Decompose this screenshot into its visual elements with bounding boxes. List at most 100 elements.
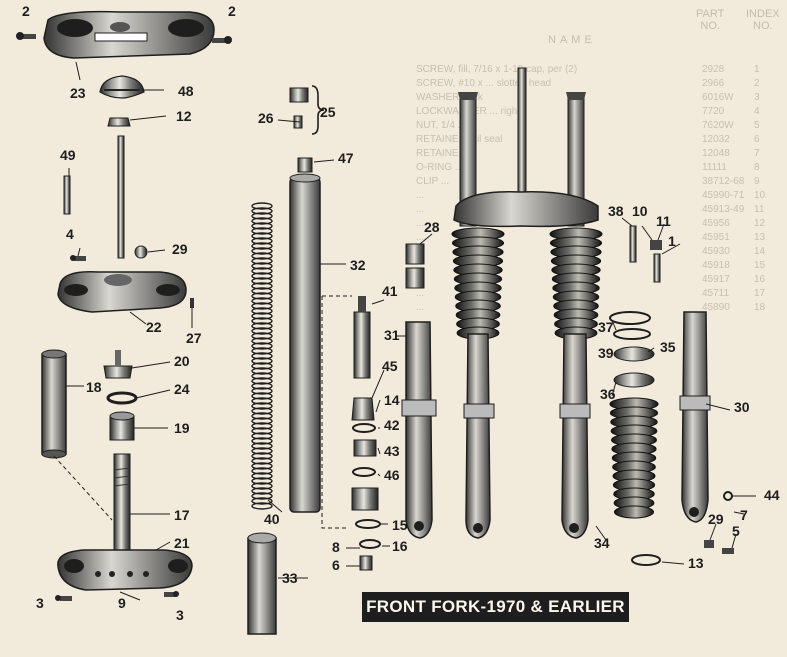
bleed-index: 11 [754, 204, 765, 215]
spring-coil [251, 412, 273, 420]
spring-coil [251, 267, 273, 275]
spring-coil [251, 247, 273, 255]
spring-coil [251, 392, 273, 400]
callout-9: 9 [118, 595, 126, 611]
bleed-name: ... [416, 260, 425, 271]
callout-2: 2 [22, 3, 30, 19]
callout-25: 25 [320, 104, 336, 120]
bushing-part [351, 487, 379, 511]
callout-29: 29 [172, 241, 188, 257]
spring-coil [251, 302, 273, 310]
spring-coil [251, 377, 273, 385]
spring-coil [251, 437, 273, 445]
spring-coil [251, 427, 273, 435]
spring-coil [251, 257, 273, 265]
callout-30: 30 [734, 399, 750, 415]
spring-coil [251, 222, 273, 230]
bleed-part: 45990-71 [702, 190, 745, 201]
callout-24: 24 [174, 381, 190, 397]
spring-coil [251, 237, 273, 245]
bleed-name: SCREW, fill, 7/16 x 1-18 cap, per (2) [416, 64, 578, 75]
bleed-part: 45890 [702, 302, 730, 313]
spring-coil [251, 217, 273, 225]
callout-43: 43 [384, 443, 400, 459]
spring-coil [251, 307, 273, 315]
spring-coil [251, 397, 273, 405]
callout-40: 40 [264, 511, 280, 527]
bleed-part: 45913-49 [702, 204, 745, 215]
callout-27: 27 [186, 330, 202, 346]
spring-coil [251, 457, 273, 465]
spring-coil [251, 337, 273, 345]
bleed-name: CLIP ... [416, 176, 450, 187]
spring-coil [251, 232, 273, 240]
bleed-index: 12 [754, 218, 766, 229]
bleed-part: 45930 [702, 246, 730, 257]
bleed-name: RETAINER, oil seal [416, 134, 503, 145]
bleed-index: 17 [754, 288, 766, 299]
bleed-name: RETAINER ... [416, 148, 477, 159]
spring-coil [251, 372, 273, 380]
bleed-index: 15 [754, 260, 766, 271]
spring-coil [251, 262, 273, 270]
stud-part [63, 175, 71, 215]
callout-10: 10 [632, 203, 648, 219]
bleed-part: 45951 [702, 232, 730, 243]
callout-5: 5 [732, 523, 740, 539]
callout-39: 39 [598, 345, 614, 361]
callout-19: 19 [174, 420, 190, 436]
washer-part [352, 467, 376, 477]
drain-screw-part [359, 555, 373, 571]
spring-coil [251, 327, 273, 335]
spring-coil [251, 242, 273, 250]
callout-26: 26 [258, 110, 274, 126]
callout-48: 48 [178, 83, 194, 99]
spring-cap-part [297, 157, 313, 173]
bleed-part: 11111 [702, 162, 727, 173]
spring-coil [251, 297, 273, 305]
spring-coil [251, 472, 273, 480]
spring-coil [251, 422, 273, 430]
left-fork-slider-part [401, 321, 437, 539]
callout-36: 36 [600, 386, 616, 402]
callout-4: 4 [66, 226, 74, 242]
bleed-index: 7 [754, 148, 760, 159]
bleed-name: O-RING ... [416, 162, 464, 173]
bleed-name: ... [416, 218, 425, 229]
stem-nut-part [103, 350, 133, 379]
right-fork-slider-part [679, 311, 711, 523]
spring-coil [251, 322, 273, 330]
bleed-part: 12032 [702, 134, 730, 145]
spring-coil [251, 312, 273, 320]
lower-slider-tube-part [247, 532, 277, 635]
callout-21: 21 [174, 535, 190, 551]
spring-coil [251, 292, 273, 300]
spring-coil [251, 277, 273, 285]
spring-coil [251, 467, 273, 475]
bleed-part: 45711 [702, 288, 730, 299]
head-bearing-tube-part [41, 349, 67, 459]
header-name: NAME [548, 34, 596, 46]
seal-retainer-part [613, 346, 655, 362]
spring-coil [251, 227, 273, 235]
bleed-index: 8 [754, 162, 760, 173]
bleed-part: 7720 [702, 106, 725, 117]
group-brace [311, 85, 325, 135]
bleed-index: 18 [754, 302, 766, 313]
callout-29: 29 [708, 511, 724, 527]
spring-coil [251, 202, 273, 210]
spring-coil [251, 382, 273, 390]
bleed-part: 2966 [702, 78, 725, 89]
callout-20: 20 [174, 353, 190, 369]
callout-8: 8 [332, 539, 340, 555]
callout-47: 47 [338, 150, 354, 166]
fork-assembly-part [451, 67, 603, 539]
